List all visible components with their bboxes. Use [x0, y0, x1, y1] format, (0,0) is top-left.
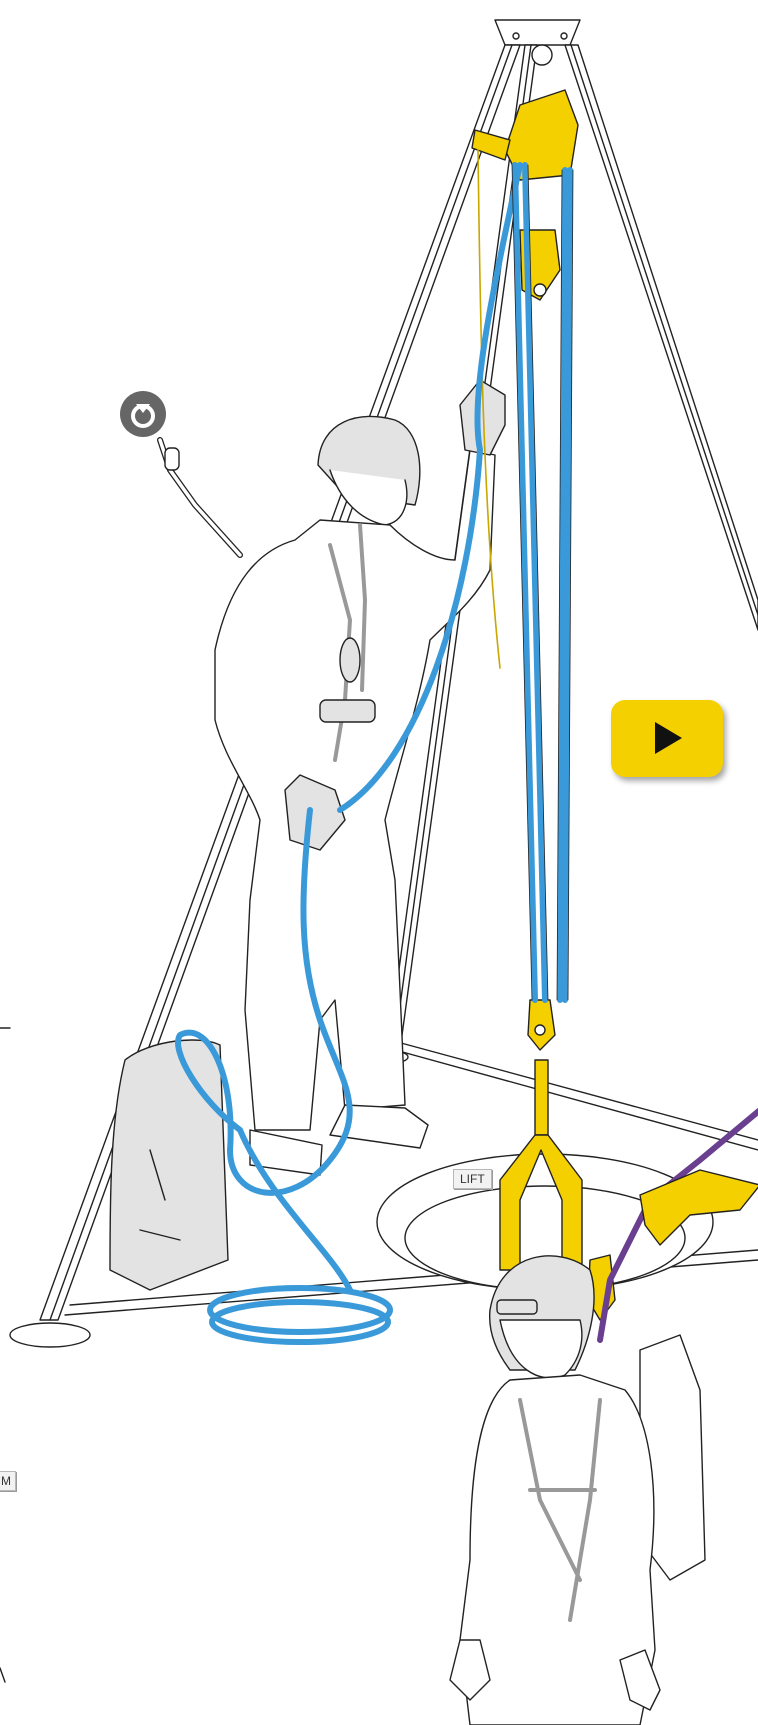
anchor-ring-glyph [120, 391, 166, 437]
lift-label[interactable]: LIFT [453, 1169, 492, 1189]
edge-mark [0, 1668, 5, 1682]
rope-bag [110, 1040, 228, 1290]
pulley-system [472, 45, 615, 1320]
play-video-button[interactable] [611, 700, 723, 777]
operator-figure [215, 380, 505, 1175]
play-triangle-icon [655, 722, 682, 754]
edge-label[interactable]: M [0, 1471, 16, 1491]
anchor-ring-icon[interactable] [120, 391, 166, 437]
casualty-figure [450, 1256, 705, 1725]
anchor-lanyard [160, 440, 240, 555]
